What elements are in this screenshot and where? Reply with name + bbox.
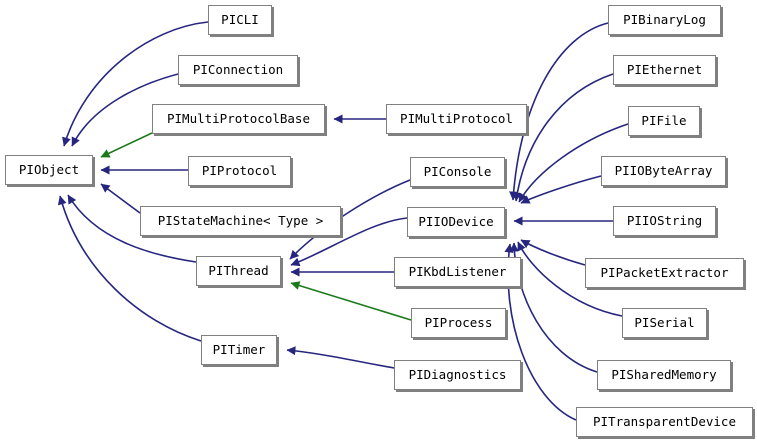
node-piconsole[interactable]: PIConsole	[410, 157, 505, 187]
edge-pidiagnostics-pitimer	[286, 346, 395, 369]
node-label: PIEthernet	[626, 62, 703, 77]
node-label: PIMultiProtocol	[400, 111, 513, 126]
node-label: PIIODevice	[418, 214, 494, 229]
node-label: PIProcess	[424, 315, 493, 330]
edge-pithread-piobject	[67, 194, 197, 263]
node-label: PIThread	[208, 263, 269, 278]
node-pithread[interactable]: PIThread	[196, 256, 281, 286]
node-label: PIStateMachine< Type >	[157, 213, 324, 228]
edge-pistatemachine-piobject	[100, 183, 141, 214]
node-label: PIObject	[18, 162, 80, 177]
edge-piiodevice-pithread	[290, 217, 408, 267]
edge-pimultiprotocolbase-piobject	[100, 132, 153, 158]
node-label: PISerial	[634, 315, 695, 330]
edge-piiobytearray-piiodevice	[520, 175, 602, 204]
node-pimultiprotocolbase[interactable]: PIMultiProtocolBase	[152, 104, 325, 134]
node-pistatemachine[interactable]: PIStateMachine< Type >	[140, 206, 341, 236]
node-label: PIKbdListener	[408, 264, 507, 279]
node-label: PIProtocol	[201, 163, 278, 178]
node-label: PIFile	[641, 113, 687, 128]
node-pifile[interactable]: PIFile	[628, 106, 700, 136]
node-label: PISharedMemory	[611, 367, 717, 382]
node-pimultiprotocol[interactable]: PIMultiProtocol	[386, 104, 527, 134]
edge-piethernet-piiodevice	[512, 73, 614, 202]
node-piprotocol[interactable]: PIProtocol	[188, 156, 291, 186]
edge-piprocess-pithread	[290, 281, 412, 321]
node-piiodevice[interactable]: PIIODevice	[407, 207, 505, 237]
edge-picli-piobject	[62, 21, 209, 147]
node-piconnection[interactable]: PIConnection	[178, 55, 298, 85]
node-label: PIConsole	[423, 164, 492, 179]
node-label: PIPacketExtractor	[600, 265, 729, 280]
node-piiobytearray[interactable]: PIIOByteArray	[601, 156, 726, 186]
node-piprocess[interactable]: PIProcess	[411, 308, 506, 338]
node-pidiagnostics[interactable]: PIDiagnostics	[394, 360, 521, 390]
edge-piconsole-pithread	[289, 179, 411, 260]
node-piiostring[interactable]: PIIOString	[613, 206, 716, 236]
edge-piconnection-piobject	[71, 73, 179, 147]
node-picli[interactable]: PICLI	[208, 5, 272, 35]
node-label: PIDiagnostics	[408, 367, 507, 382]
node-label: PIIOString	[626, 213, 703, 228]
node-piserial[interactable]: PISerial	[622, 308, 707, 338]
node-label: PITransparentDevice	[593, 414, 736, 429]
node-label: PIMultiProtocolBase	[167, 111, 310, 126]
node-label: PITimer	[212, 342, 266, 357]
node-pitimer[interactable]: PITimer	[201, 335, 277, 365]
node-pibinarylog[interactable]: PIBinaryLog	[608, 5, 721, 35]
edge-pibinarylog-piiodevice	[509, 22, 609, 201]
node-label: PIConnection	[192, 62, 284, 77]
edge-piserial-piiodevice	[517, 241, 623, 317]
node-piethernet[interactable]: PIEthernet	[613, 55, 716, 85]
node-label: PIBinaryLog	[623, 12, 706, 27]
node-label: PIIOByteArray	[614, 163, 713, 178]
node-label: PICLI	[221, 12, 259, 27]
edge-pifile-piiodevice	[518, 123, 629, 203]
node-piobject[interactable]: PIObject	[5, 155, 93, 185]
node-pipacketextractor[interactable]: PIPacketExtractor	[585, 258, 744, 288]
node-pikbdlistener[interactable]: PIKbdListener	[394, 257, 521, 287]
node-pisharedmemory[interactable]: PISharedMemory	[597, 360, 731, 390]
node-pitransparentdevice[interactable]: PITransparentDevice	[576, 407, 753, 437]
edge-pitimer-piobject	[57, 195, 202, 342]
